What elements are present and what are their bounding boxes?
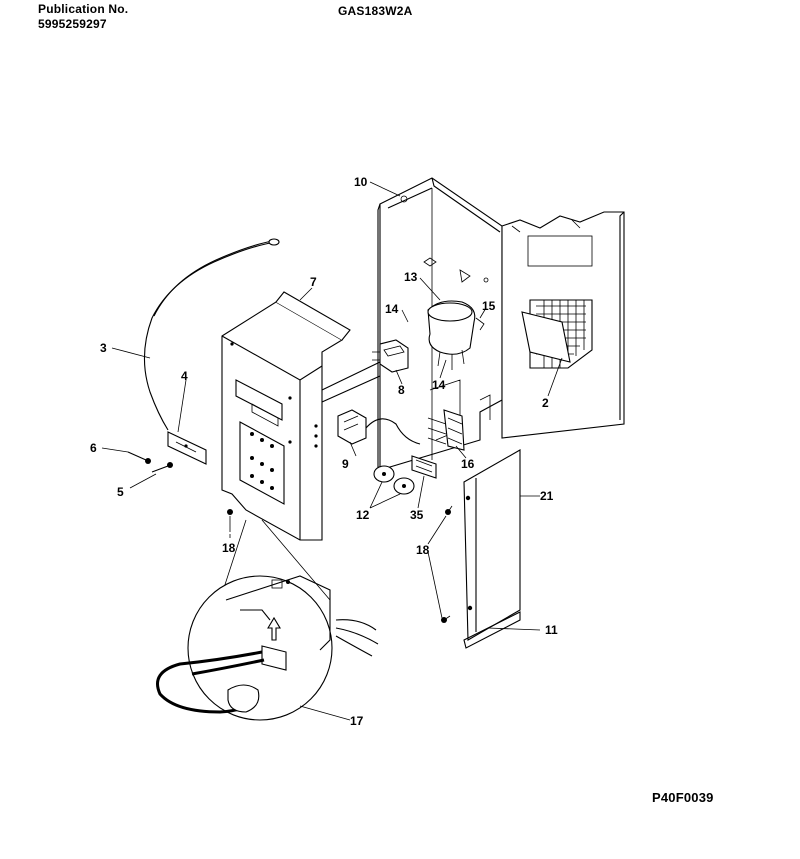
capacitor-part-13 xyxy=(427,300,485,370)
callout-5: 5 xyxy=(117,485,124,499)
power-cord-detail-part-17 xyxy=(156,519,379,721)
bracket-part-4 xyxy=(167,431,207,465)
ground-wire-part-3 xyxy=(143,238,280,431)
callout-8: 8 xyxy=(398,383,405,397)
callout-15: 15 xyxy=(482,299,496,313)
screw-part-6 xyxy=(127,451,151,464)
callout-6: 6 xyxy=(90,441,97,455)
callout-13: 13 xyxy=(404,270,418,284)
callout-18-right: 18 xyxy=(416,543,430,557)
publication-label: Publication No. xyxy=(38,2,129,16)
callout-9: 9 xyxy=(342,457,349,471)
screw-part-18-right xyxy=(441,505,453,623)
callout-18-left: 18 xyxy=(222,541,236,555)
callout-16: 16 xyxy=(461,457,475,471)
callout-11: 11 xyxy=(545,623,558,637)
plug-part-35 xyxy=(411,455,437,479)
screw-part-18-left xyxy=(227,509,233,532)
side-panel-part-21 xyxy=(463,449,521,641)
callout-4: 4 xyxy=(181,369,188,383)
callout-3: 3 xyxy=(100,341,107,355)
callout-7: 7 xyxy=(310,275,317,289)
callout-35: 35 xyxy=(410,508,424,522)
callout-17: 17 xyxy=(350,714,364,728)
thermostats-part-12 xyxy=(373,465,415,495)
model-number: GAS183W2A xyxy=(338,4,413,18)
callout-12: 12 xyxy=(356,508,370,522)
control-box-part-7 xyxy=(221,291,381,541)
callout-21: 21 xyxy=(540,489,554,503)
switch-part-9 xyxy=(337,409,421,445)
callout-14-lower: 14 xyxy=(432,378,446,392)
callout-10: 10 xyxy=(354,175,368,189)
terminal-block-part-16 xyxy=(427,409,465,451)
screw-part-5 xyxy=(151,462,173,473)
publication-number: 5995259297 xyxy=(38,17,107,31)
callout-labels: 10 7 3 4 6 5 13 14 15 8 14 2 9 16 21 12 … xyxy=(90,175,558,728)
leader-lines xyxy=(101,181,563,721)
callout-2: 2 xyxy=(542,396,549,410)
connector-part-8 xyxy=(372,339,409,373)
filter-part-2 xyxy=(521,299,593,369)
figure-code: P40F0039 xyxy=(652,790,714,805)
bottom-panel-part-11 xyxy=(463,611,521,649)
callout-14-upper: 14 xyxy=(385,302,399,316)
